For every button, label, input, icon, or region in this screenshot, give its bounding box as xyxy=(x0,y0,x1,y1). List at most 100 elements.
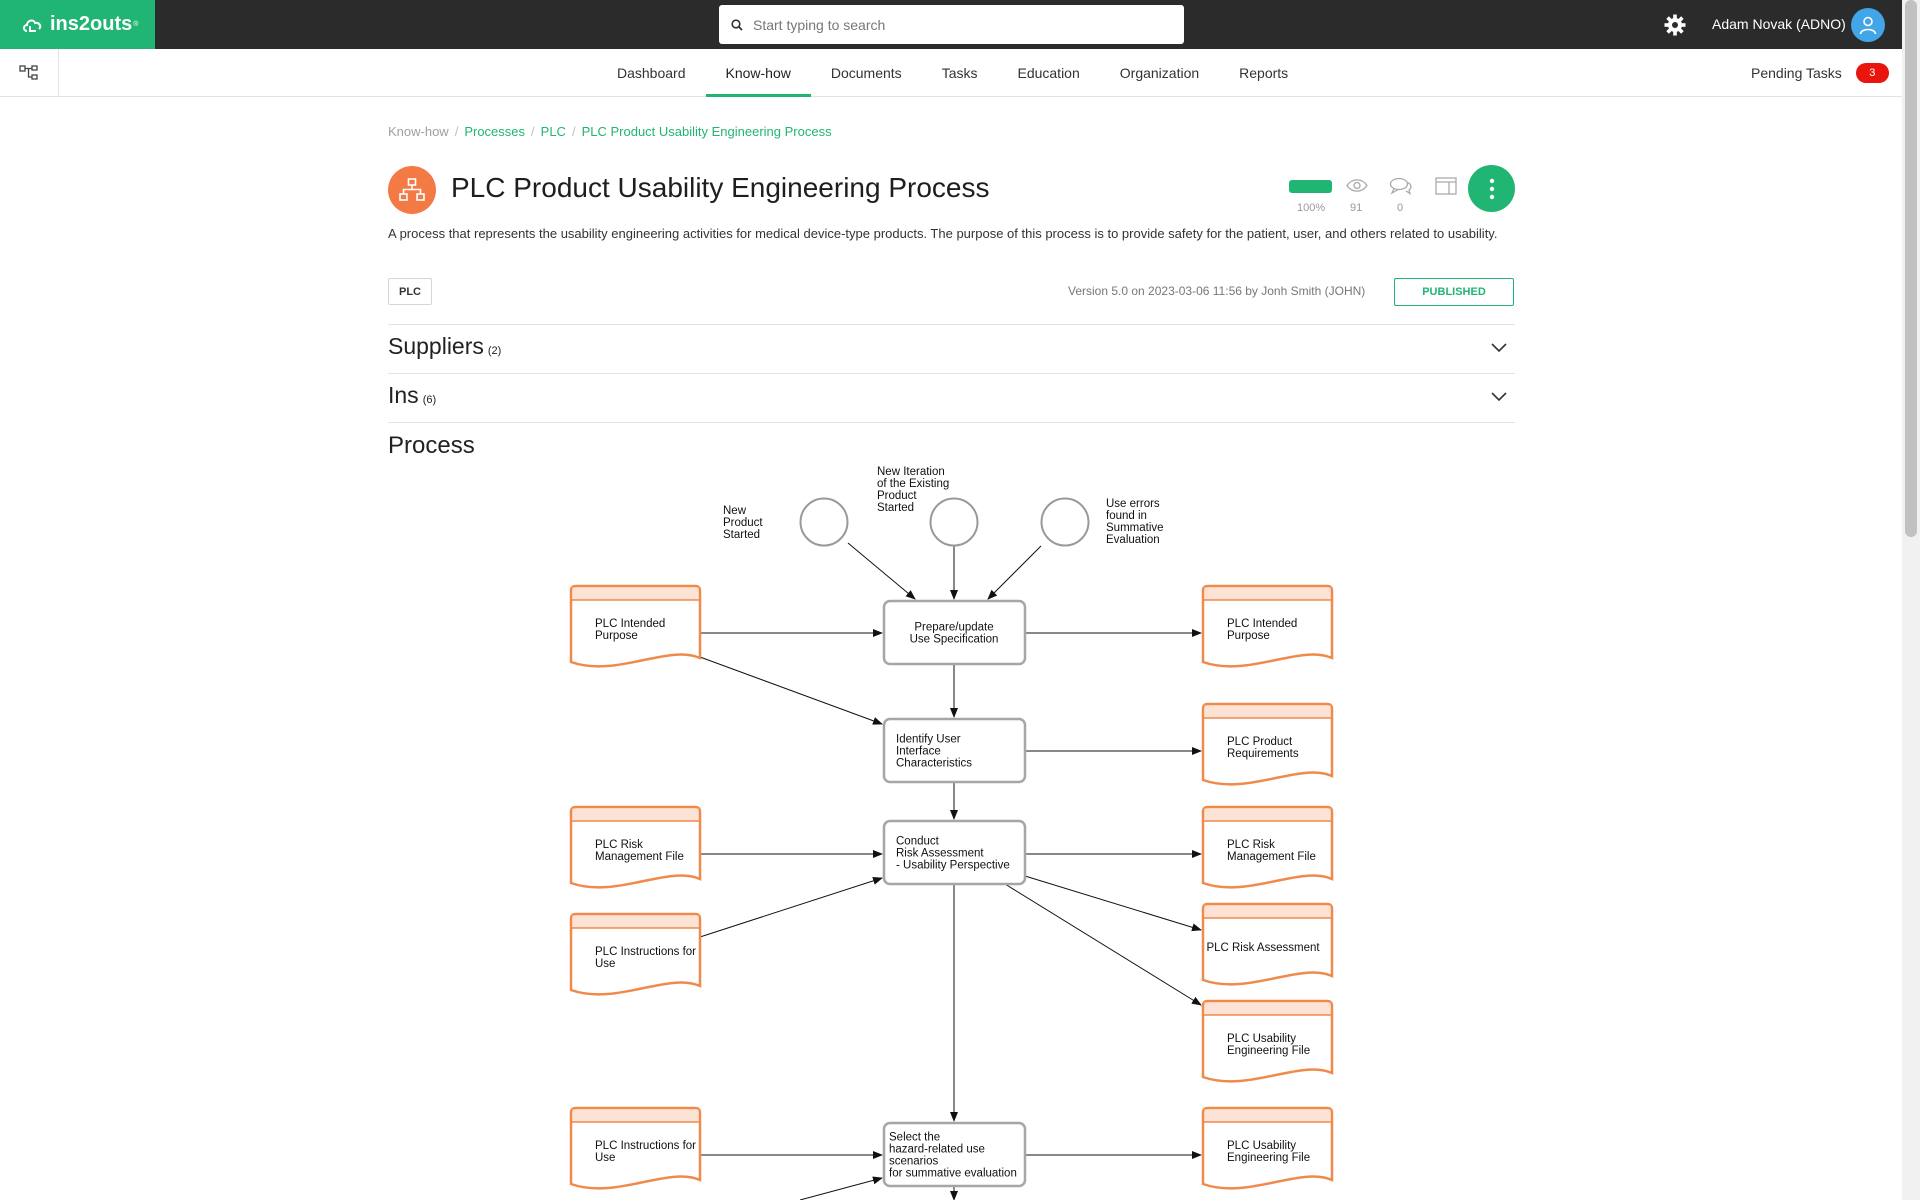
nav-education[interactable]: Education xyxy=(1017,65,1080,81)
chevron-down-icon[interactable] xyxy=(1491,343,1507,353)
document-label-line: PLC Risk xyxy=(595,839,643,851)
document-header-band xyxy=(1204,587,1331,600)
document-label-line: Requirements xyxy=(1227,748,1299,760)
document-label-line: PLC Intended xyxy=(595,618,665,630)
section-ins-title: Ins xyxy=(388,382,419,408)
start-event-label-line: New xyxy=(723,505,747,517)
flow-arrow xyxy=(1024,875,1202,932)
pending-tasks[interactable]: Pending Tasks 3 xyxy=(1751,63,1889,83)
chevron-down-icon[interactable] xyxy=(1491,392,1507,402)
process-description: A process that represents the usability … xyxy=(388,226,1498,241)
more-actions-button[interactable] xyxy=(1468,165,1515,212)
eye-icon xyxy=(1346,179,1368,192)
start-event-circle xyxy=(799,497,849,547)
flow-arrow xyxy=(799,1176,883,1200)
progress-bar xyxy=(1289,180,1332,193)
search-box[interactable] xyxy=(719,5,1184,44)
document-label-line: Purpose xyxy=(1227,630,1270,642)
status-badge: PUBLISHED xyxy=(1394,278,1514,306)
gear-icon[interactable] xyxy=(1663,13,1687,37)
document-shape xyxy=(1201,999,1334,1083)
breadcrumb-current[interactable]: PLC Product Usability Engineering Proces… xyxy=(581,124,832,139)
start-event-label-line: of the Existing xyxy=(877,478,949,490)
user-name[interactable]: Adam Novak (ADNO) xyxy=(1712,16,1846,32)
document-header-band xyxy=(1204,1109,1331,1122)
nav-organization[interactable]: Organization xyxy=(1119,65,1200,81)
nav-tasks[interactable]: Tasks xyxy=(941,65,978,81)
document-shape xyxy=(569,912,702,996)
output-document[interactable]: PLC Risk Assessment xyxy=(1201,902,1334,986)
document-label-line: Use xyxy=(595,1152,615,1164)
section-ins[interactable]: Ins(6) xyxy=(388,373,1515,422)
document-header-band xyxy=(572,1109,699,1122)
activity-box xyxy=(882,819,1027,886)
tag-plc[interactable]: PLC xyxy=(388,278,432,305)
breadcrumb-know-how[interactable]: Know-how xyxy=(388,124,449,139)
start-event-circle xyxy=(929,497,979,547)
flow-arrow xyxy=(1004,883,1202,1006)
activity-box xyxy=(882,599,1027,666)
activity-label-line: for summative evaluation xyxy=(889,1168,1017,1180)
document-shape xyxy=(1201,584,1334,668)
nav-documents[interactable]: Documents xyxy=(830,65,902,81)
search-input[interactable] xyxy=(753,16,1153,33)
progress-value: 100% xyxy=(1297,202,1326,214)
document-shape xyxy=(1201,805,1334,889)
document-shape xyxy=(569,805,702,889)
start-event-label-line: Use errors xyxy=(1106,498,1160,510)
process-section-title: Process xyxy=(388,432,475,459)
process-icon xyxy=(388,166,436,214)
section-suppliers-count: (2) xyxy=(487,345,502,357)
comments-icon[interactable] xyxy=(1389,177,1413,195)
activity-label-line: Use Specification xyxy=(910,634,999,646)
search-icon xyxy=(731,18,743,31)
section-suppliers[interactable]: Suppliers(2) xyxy=(388,324,1515,373)
brand-logo[interactable]: ins2outs® xyxy=(0,0,155,49)
breadcrumb-plc[interactable]: PLC xyxy=(540,124,566,139)
document-label-line: PLC Intended xyxy=(1227,618,1297,630)
nav-dashboard[interactable]: Dashboard xyxy=(617,65,686,81)
top-bar: ins2outs® Adam Novak (ADNO) xyxy=(0,0,1902,49)
avatar[interactable] xyxy=(1851,8,1885,42)
document-label-line: Management File xyxy=(1227,851,1316,863)
cloud-logo-icon xyxy=(23,19,42,32)
panel-layout-icon[interactable] xyxy=(1435,177,1457,195)
user-icon xyxy=(1859,16,1877,35)
document-shape xyxy=(1201,902,1334,986)
scrollbar-thumb[interactable] xyxy=(1905,0,1917,537)
nav-reports[interactable]: Reports xyxy=(1239,65,1289,81)
nav-know-how[interactable]: Know-how xyxy=(705,49,811,97)
main-nav: Dashboard Know-how Documents Tasks Educa… xyxy=(0,49,1902,97)
document-shape xyxy=(569,1106,702,1190)
page-title: PLC Product Usability Engineering Proces… xyxy=(451,172,990,203)
sitemap-toggle[interactable] xyxy=(0,49,59,97)
comments-count: 0 xyxy=(1397,202,1404,214)
activity-label-line: hazard-related use xyxy=(889,1144,985,1156)
start-event-circle xyxy=(1040,497,1090,547)
activity-label-line: Prepare/update xyxy=(914,622,993,634)
section-suppliers-title: Suppliers xyxy=(388,333,484,359)
start-event-label-line: Product xyxy=(723,517,763,529)
flow-arrow xyxy=(987,545,1042,600)
breadcrumb-processes[interactable]: Processes xyxy=(464,124,526,139)
